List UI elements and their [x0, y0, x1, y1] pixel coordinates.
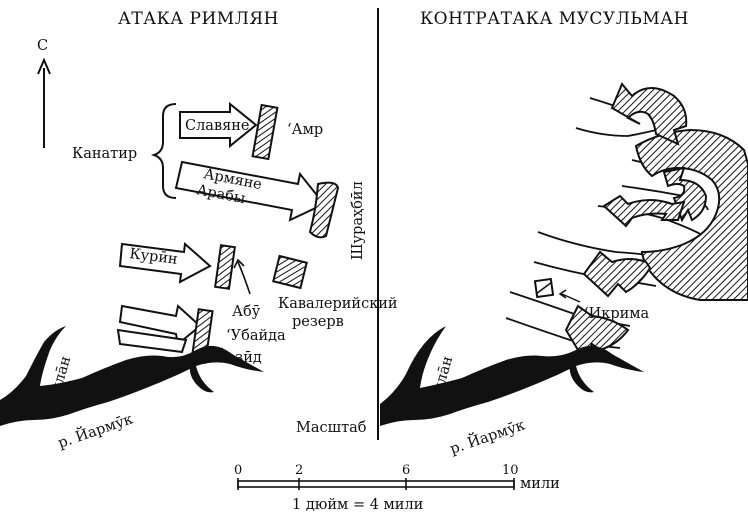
- cavalry-reserve-unit: [272, 254, 308, 290]
- counterattack-arrow-center: [602, 194, 686, 228]
- armenians-arabs-attack-arrow: [174, 160, 326, 222]
- cavalry-reserve-label-2: резерв: [292, 314, 344, 330]
- cavalry-reserve-label-1: Кавалерийский: [278, 296, 398, 312]
- abu-ubayda-pointer: [233, 258, 251, 295]
- yazid-front-arrow-lower: [116, 328, 188, 354]
- left-river-tributary: [189, 364, 214, 393]
- ubayda-label: ‘Убайда: [226, 328, 286, 344]
- amr-unit: [251, 103, 279, 161]
- left-panel-title: АТАКА РИМЛЯН: [118, 9, 279, 29]
- right-river-tributary: [569, 364, 594, 393]
- kurin-label: Курӣн: [129, 246, 179, 268]
- kanatir-label: Канатир: [72, 146, 137, 162]
- ikrima-unit-mark: [535, 281, 553, 295]
- left-river: [0, 326, 264, 426]
- scale-bar: [237, 478, 515, 490]
- scale-unit: мили: [520, 476, 560, 492]
- scale-tick-10: 10: [502, 463, 519, 478]
- shurahbil-unit: [308, 181, 340, 239]
- abu-ubayda-unit: [214, 244, 236, 290]
- amr-label: ‘Амр: [287, 122, 323, 138]
- yazid-front-arrow-upper: [118, 304, 202, 346]
- counterattack-arrow-mid: [662, 166, 708, 223]
- abu-label: Абӯ: [232, 304, 261, 320]
- scale-tick-6: 6: [402, 463, 410, 478]
- roman-hatched-mass: [634, 128, 748, 301]
- right-river: [380, 326, 644, 426]
- scale-ratio: 1 дюйм = 4 мили: [292, 497, 423, 513]
- kurin-attack-arrow: [118, 242, 212, 284]
- kanatir-brace: [150, 103, 177, 199]
- slavs-label: Славяне: [185, 118, 250, 134]
- right-river-label: р. Йармӯк: [447, 414, 527, 457]
- slavs-attack-arrow: [179, 101, 258, 149]
- scale-title: Масштаб: [296, 420, 367, 436]
- counterattack-arrow-top: [610, 82, 688, 146]
- ikrima-label: ‘Икрима: [584, 306, 650, 322]
- north-label: С: [37, 38, 48, 54]
- scale-tick-0: 0: [234, 463, 242, 478]
- counterattack-arrow-lower-1: [582, 250, 652, 298]
- shurahbil-label: Шураҳбӣл: [350, 181, 366, 260]
- north-arrow: [37, 57, 51, 148]
- right-panel-title: КОНТРАТАКА МУСУЛЬМАН: [420, 9, 689, 29]
- scale-tick-2: 2: [295, 463, 303, 478]
- ikrima-pointer: [558, 289, 581, 303]
- left-river-label: р. Йармӯк: [55, 408, 135, 451]
